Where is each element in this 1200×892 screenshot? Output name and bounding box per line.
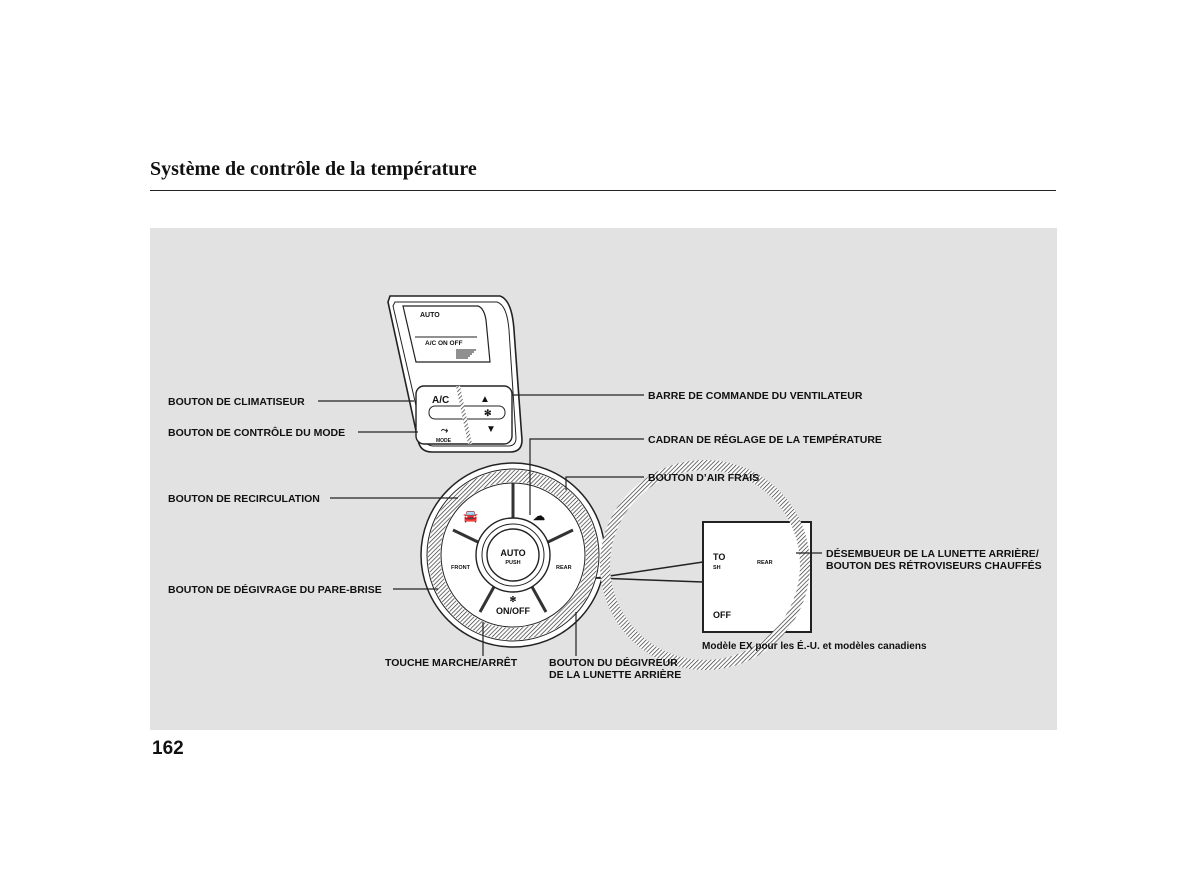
fan-down-button[interactable]: ▼ <box>486 424 496 435</box>
label-fresh-air-button: BOUTON D’AIR FRAIS <box>648 472 759 484</box>
label-rear-defogger-line1: DÉSEMBUEUR DE LA LUNETTE ARRIÈRE/ <box>826 547 1039 560</box>
display-status: A/C ON OFF <box>425 340 463 347</box>
rear-defrost-button[interactable]: REAR <box>556 565 572 571</box>
mode-button[interactable]: MODE <box>436 438 452 444</box>
label-ac-button: BOUTON DE CLIMATISEUR <box>168 396 305 408</box>
auto-push-button[interactable] <box>486 528 540 582</box>
temperature-dial: AUTO PUSH 🚘 ☁ FRONT REAR ✻ ON/OFF <box>420 462 606 648</box>
title-rule <box>150 190 1056 191</box>
fresh-air-icon[interactable]: ☁ <box>533 509 545 523</box>
label-on-off-button: TOUCHE MARCHE/ARRÊT <box>385 656 518 669</box>
auto-label: AUTO <box>500 548 525 558</box>
label-mode-button: BOUTON DE CONTRÔLE DU MODE <box>168 426 345 439</box>
display-auto: AUTO <box>420 312 440 319</box>
fan-up-button[interactable]: ▲ <box>480 394 490 405</box>
fan-level-bars-icon <box>456 349 476 359</box>
figure-panel <box>150 228 1057 730</box>
inset-rear-label: REAR <box>757 560 773 566</box>
on-off-button[interactable]: ON/OFF <box>496 606 530 616</box>
label-rear-defroster-line1: BOUTON DU DÉGIVREUR <box>549 656 678 669</box>
label-rear-defroster-line2: DE LA LUNETTE ARRIÈRE <box>549 668 681 681</box>
inset-off-label: OFF <box>713 610 731 620</box>
label-fan-control-bar: BARRE DE COMMANDE DU VENTILATEUR <box>648 390 863 402</box>
recirculation-icon[interactable]: 🚘 <box>463 509 478 523</box>
display-screen <box>402 305 491 363</box>
label-windshield-defrost: BOUTON DE DÉGIVRAGE DU PARE-BRISE <box>168 583 382 596</box>
page-title: Système de contrôle de la température <box>150 158 477 180</box>
inset-to-label: TO <box>713 552 725 562</box>
label-rear-defogger-line2: BOUTON DES RÉTROVISEURS CHAUFFÉS <box>826 559 1042 572</box>
fan-icon: ✻ <box>484 408 492 418</box>
leader-lines <box>318 394 822 656</box>
inset-detail: TO SH REAR OFF Modèle EX pour les É.-U. … <box>595 465 927 665</box>
label-recirculation-button: BOUTON DE RECIRCULATION <box>168 493 320 505</box>
push-label: PUSH <box>505 560 520 566</box>
front-defrost-button[interactable]: FRONT <box>451 565 471 571</box>
page-number: 162 <box>152 738 184 759</box>
inset-sh-label: SH <box>713 565 721 571</box>
inset-caption: Modèle EX pour les É.-U. et modèles cana… <box>702 639 927 652</box>
fan-small-icon: ✻ <box>510 595 517 604</box>
ac-button[interactable]: A/C <box>432 395 449 406</box>
label-temperature-dial: CADRAN DE RÉGLAGE DE LA TEMPÉRATURE <box>648 433 882 446</box>
upper-control-unit: AUTO A/C ON OFF A/C MODE ⤳ ▲ ✻ ▼ <box>387 295 523 453</box>
mode-vent-icon: ⤳ <box>441 425 449 435</box>
